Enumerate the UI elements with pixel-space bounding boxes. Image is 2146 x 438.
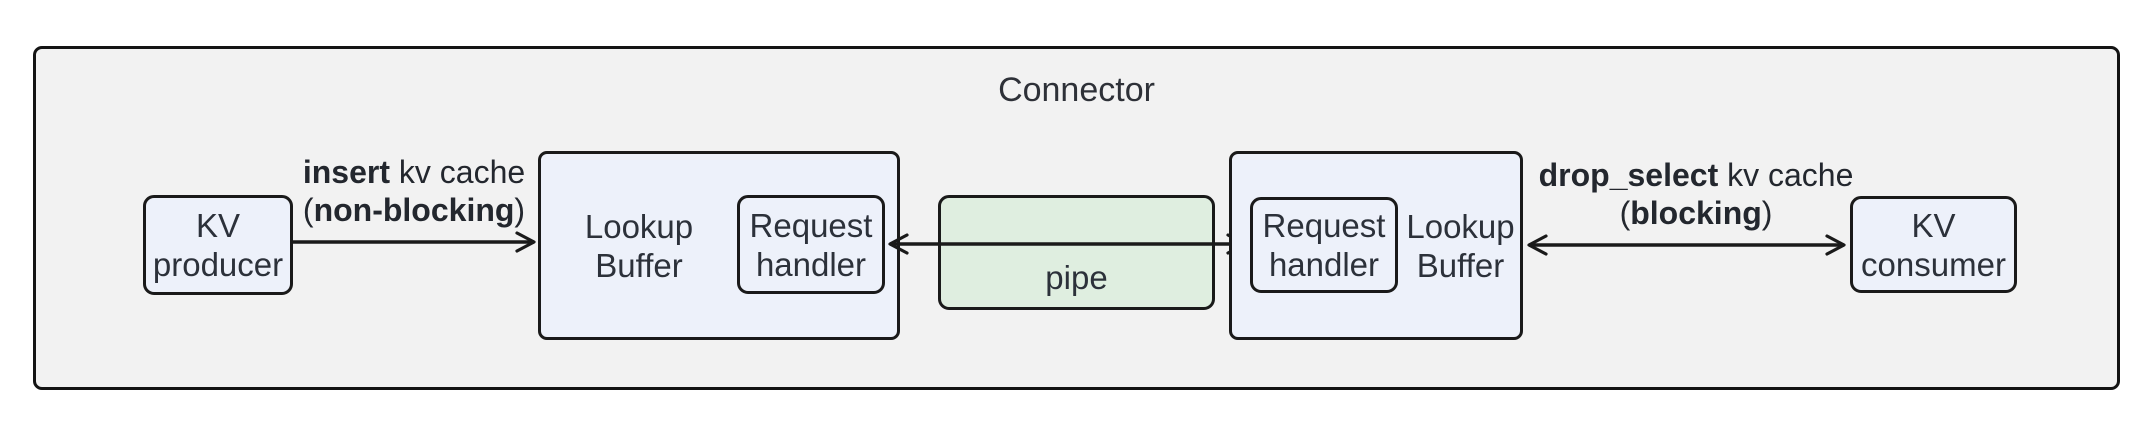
drop-select-edge-label-line2: (blocking)	[1619, 195, 1773, 231]
lookup-buffer-right-label: Lookup Buffer	[1406, 207, 1515, 284]
pipe-node: pipe	[938, 195, 1215, 310]
insert-edge-label-line2: (non-blocking)	[302, 192, 526, 228]
insert-edge-label-line1: insert kv cache	[302, 154, 526, 190]
pipe-label: pipe	[1045, 259, 1108, 296]
lookup-buffer-left-label: Lookup Buffer	[584, 207, 694, 284]
request-handler-right-label: Request handler	[1262, 207, 1386, 283]
request-handler-left-node: Request handler	[737, 195, 885, 294]
request-handler-left-label: Request handler	[749, 206, 873, 283]
kv-producer-label: KV producer	[152, 207, 284, 283]
connector-title: Connector	[998, 71, 1155, 109]
kv-consumer-node: KV consumer	[1850, 196, 2017, 293]
drop-select-edge-label-line1: drop_select kv cache	[1538, 157, 1854, 193]
kv-consumer-label: KV consumer	[1861, 206, 2006, 283]
request-handler-right-node: Request handler	[1250, 197, 1398, 293]
kv-producer-node: KV producer	[143, 195, 293, 295]
insert-edge-label: insert kv cache (non-blocking)	[254, 153, 574, 229]
drop-select-edge-label: drop_select kv cache (blocking)	[1520, 156, 1872, 232]
